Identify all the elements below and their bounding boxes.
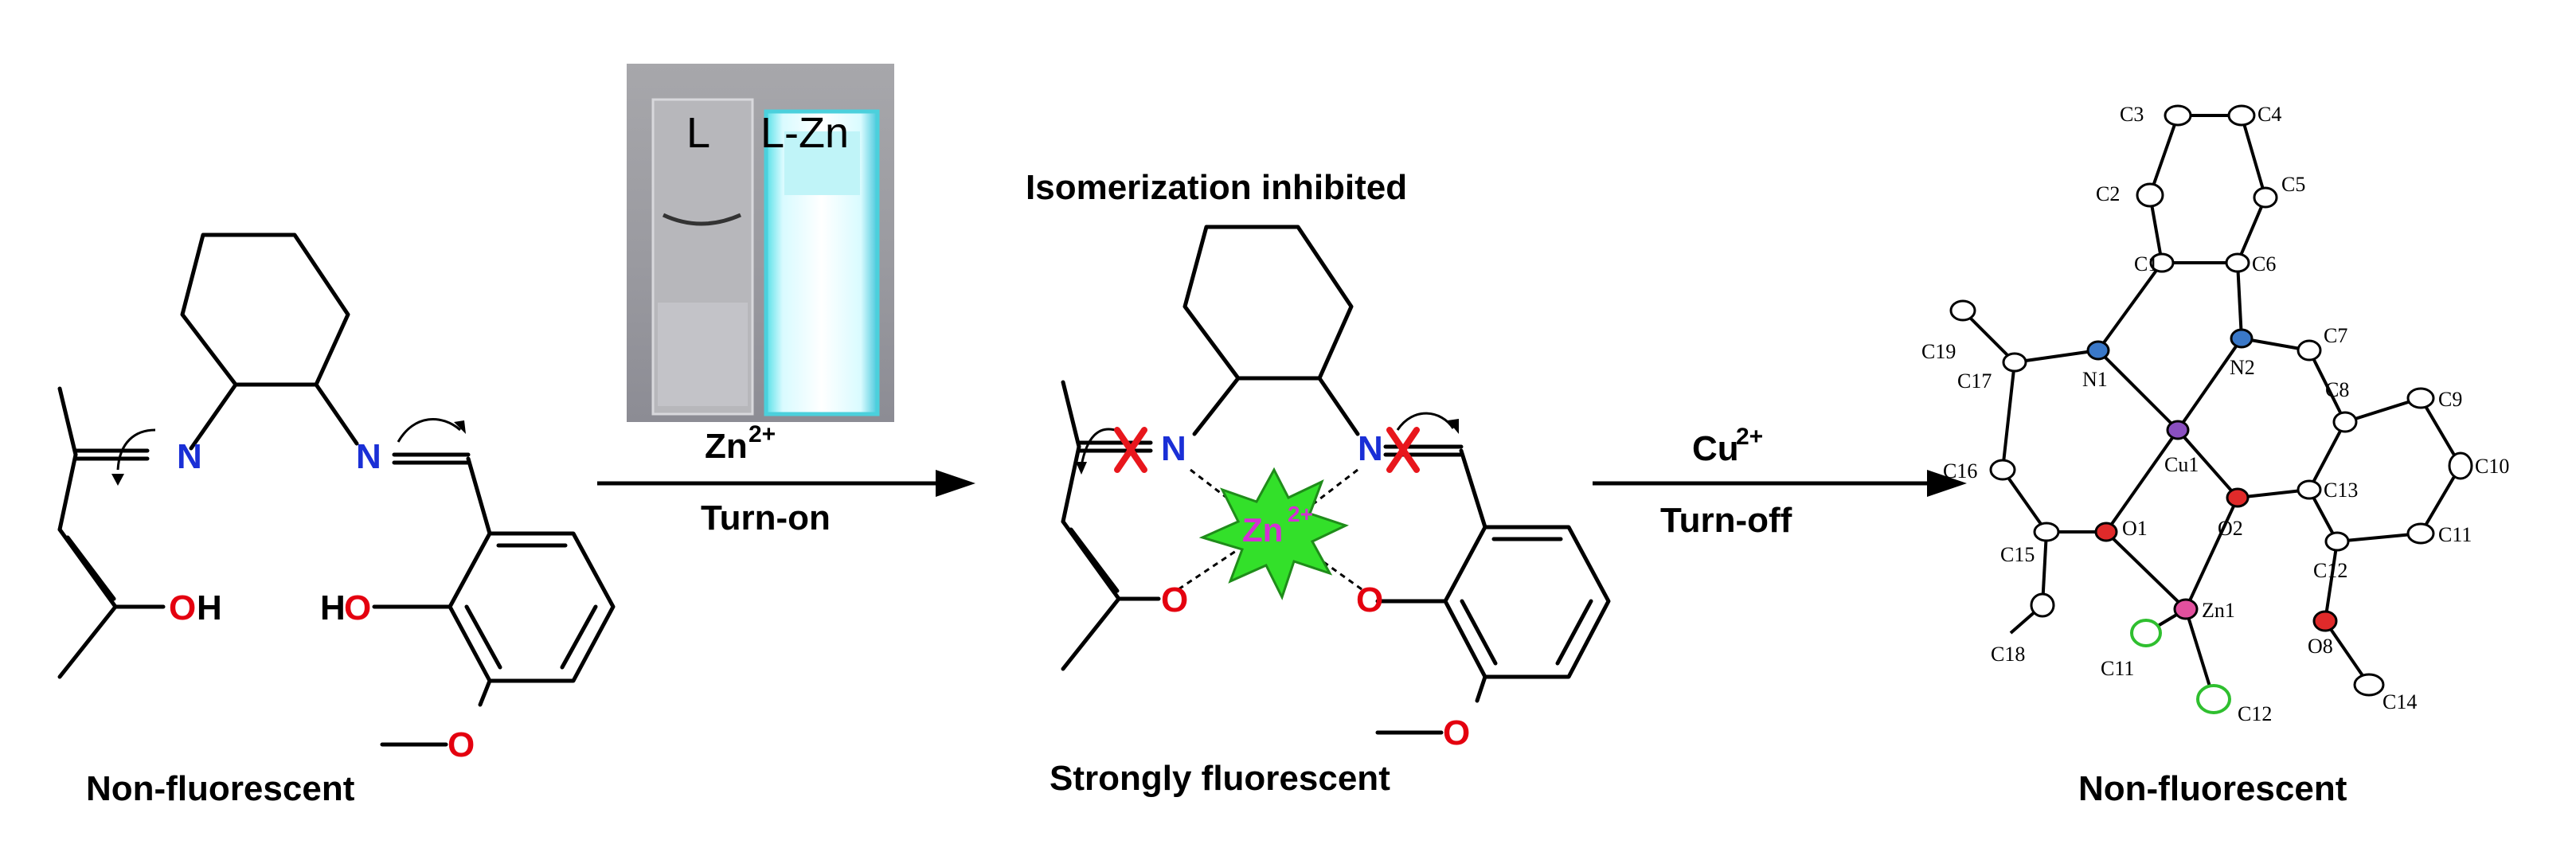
arrow1-charge: 2+: [749, 421, 776, 447]
arrow1-reagent: Zn: [705, 427, 748, 466]
label-c13: C13: [2324, 479, 2358, 502]
crystal-structure: C3 C4 C2 C5 C1 C6 C7 N1 N2 C19 C17 C8 C9…: [1921, 103, 2509, 808]
middle-title: Isomerization inhibited: [1026, 168, 1407, 207]
arrow2-reagent: Cu: [1692, 429, 1739, 468]
label-c7: C7: [2324, 324, 2347, 347]
complex-o-left: O: [1161, 580, 1188, 619]
zn-ion-label: Zn: [1242, 511, 1283, 549]
zn-burst-star: [1198, 467, 1350, 600]
label-o1: O1: [2122, 517, 2148, 540]
label-c9: C9: [2438, 388, 2462, 411]
arrow1-condition: Turn-on: [701, 498, 831, 537]
label-c17: C17: [1957, 369, 1992, 393]
arrow2-condition: Turn-off: [1660, 501, 1792, 540]
label-c14: C14: [2383, 690, 2417, 713]
label-c5: C5: [2281, 173, 2305, 196]
label-c3: C3: [2120, 103, 2144, 126]
cuvette-label-l: L: [686, 109, 710, 157]
zn-ion-charge: 2+: [1288, 502, 1313, 526]
label-c1: C1: [2134, 252, 2158, 276]
cuvette-photo: L L-Zn: [627, 64, 894, 422]
arrow-cu: Cu 2+ Turn-off: [1593, 424, 1967, 540]
cuvette-label-lzn: L-Zn: [760, 109, 849, 157]
complex-o-right: O: [1356, 580, 1383, 619]
label-c19: C19: [1921, 340, 1956, 363]
middle-caption: Strongly fluorescent: [1050, 759, 1390, 798]
free-ligand-structure: N N O H H O O Non-fluorescent: [57, 233, 616, 808]
label-c11: C11: [2438, 523, 2472, 546]
complex-n-left: N: [1161, 429, 1186, 468]
label-cl2: C12: [2238, 702, 2272, 725]
hydroxyl-o-left: O: [169, 588, 196, 627]
hydroxyl-h-right: H: [320, 588, 346, 627]
zn-complex-structure: Isomerization inhibited: [1026, 168, 1611, 798]
arrow-zn: Zn 2+ Turn-on: [597, 421, 975, 537]
arrow2-charge: 2+: [1736, 424, 1763, 450]
complex-n-right: N: [1358, 429, 1383, 468]
label-c2: C2: [2096, 182, 2120, 205]
imine-n-left: N: [177, 437, 202, 476]
label-c15: C15: [2000, 543, 2035, 566]
label-c10: C10: [2475, 455, 2509, 478]
hydroxyl-h-left: H: [197, 588, 222, 627]
label-o2: O2: [2218, 517, 2243, 540]
hydroxyl-o-right: O: [344, 588, 371, 627]
label-c18: C18: [1991, 643, 2025, 666]
left-caption: Non-fluorescent: [86, 769, 355, 808]
complex-methoxy-o: O: [1443, 713, 1470, 752]
label-cl1: C11: [2101, 657, 2134, 680]
label-zn1: Zn1: [2202, 599, 2235, 622]
label-c16: C16: [1943, 459, 1977, 483]
rotation-blocked-cross-right: [1386, 427, 1420, 473]
label-o8: O8: [2308, 635, 2333, 658]
right-caption: Non-fluorescent: [2078, 769, 2347, 808]
label-c8: C8: [2325, 378, 2349, 401]
methoxy-o-left: O: [448, 725, 475, 764]
imine-n-right: N: [356, 437, 381, 476]
label-cu1: Cu1: [2164, 453, 2199, 476]
rotation-blocked-cross-left: [1114, 427, 1147, 473]
label-c12: C12: [2313, 559, 2347, 582]
label-c6: C6: [2252, 252, 2276, 276]
label-n1: N1: [2082, 368, 2108, 391]
label-n2: N2: [2230, 356, 2255, 379]
label-c4: C4: [2257, 103, 2281, 126]
